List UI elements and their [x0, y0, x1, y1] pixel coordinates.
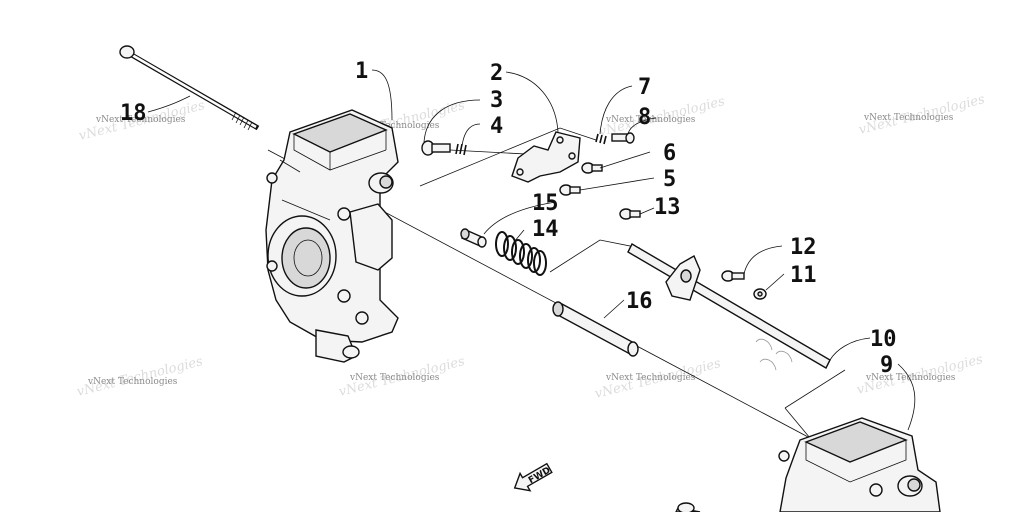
spring-part-14	[495, 231, 547, 276]
callout-5: 5	[663, 167, 676, 192]
carburetor-body-part-1	[265, 109, 399, 363]
leader-lines	[147, 69, 916, 431]
callout-3: 3	[490, 88, 503, 113]
watermark-text: vNext Technologies	[349, 121, 440, 131]
screw-part-5	[559, 184, 581, 196]
throttle-shaft-part-10	[627, 243, 831, 371]
screw-part-6	[581, 162, 603, 174]
callout-numbers: 1 2 3 4 5 6 7 8 9 10 11 12 13 14 15 16 1…	[120, 59, 897, 378]
callout-2: 2	[490, 61, 503, 86]
screw-part-13	[619, 208, 641, 220]
screw-part-12	[721, 270, 745, 282]
watermark-text: vNext Technologies	[863, 113, 954, 123]
watermark-text: vNext Technologies	[95, 115, 186, 125]
spring-part-7	[595, 133, 607, 145]
adjust-screw-part-3	[421, 140, 451, 156]
callout-18: 18	[120, 101, 147, 126]
callout-6: 6	[663, 141, 676, 166]
callout-7: 7	[638, 75, 651, 100]
long-bolt-part-18	[119, 45, 260, 131]
carburetor-body-part-9	[675, 417, 941, 512]
bracket-part-2	[511, 131, 581, 183]
screw-part-8	[611, 132, 635, 144]
callout-14: 14	[532, 217, 559, 242]
watermark-text: vNext Technologies	[349, 373, 440, 383]
spring-part-4	[455, 143, 467, 156]
callout-12: 12	[790, 235, 817, 260]
callout-8: 8	[638, 105, 651, 130]
nut-part-11	[753, 288, 767, 300]
callout-9: 9	[880, 353, 893, 378]
callout-13: 13	[654, 195, 681, 220]
watermark-text: vNext Technologies	[87, 377, 178, 387]
sleeve-part-16	[552, 301, 639, 357]
forward-arrow-icon: FWD	[513, 462, 553, 492]
callout-11: 11	[790, 263, 817, 288]
watermark-text: vNext Technologies	[605, 373, 696, 383]
callout-16: 16	[626, 289, 653, 314]
watermark-text: vNext Technologies	[605, 115, 696, 125]
watermark-text: vNext Technologies	[865, 373, 956, 383]
bushing-part-15	[460, 228, 487, 248]
callout-1: 1	[355, 59, 368, 84]
callout-4: 4	[490, 114, 503, 139]
callout-10: 10	[870, 327, 897, 352]
callout-15: 15	[532, 191, 559, 216]
